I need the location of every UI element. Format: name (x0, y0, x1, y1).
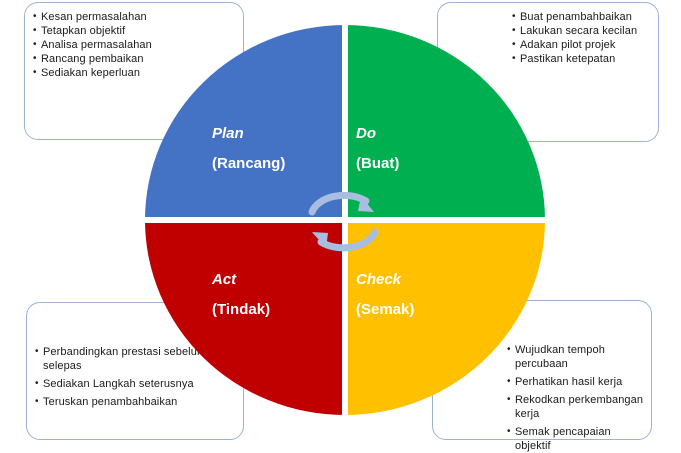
act-bullet-2: Sediakan Langkah seterusnya (35, 377, 237, 391)
check-bullet-list: Wujudkan tempoh percubaan Perhatikan has… (507, 343, 647, 453)
act-title: Act (212, 271, 237, 288)
check-bullet-1: Wujudkan tempoh percubaan (507, 343, 647, 371)
pdca-circle (145, 25, 545, 415)
plan-label: Plan (Rancang) (212, 124, 285, 174)
plan-title: Plan (212, 125, 244, 142)
do-quadrant (345, 25, 545, 220)
plan-bullet-4: Rancang pembaikan (33, 52, 237, 66)
plan-bullet-2: Tetapkan objektif (33, 24, 237, 38)
plan-quadrant (145, 25, 345, 220)
plan-callout-box: Kesan permasalahan Tetapkan objektif Ana… (24, 2, 244, 140)
act-subtitle: (Tindak) (212, 301, 271, 318)
act-bullet-1: Perbandingkan prestasi sebelum dan selep… (35, 345, 237, 373)
act-bullet-3: Teruskan penambahbaikan (35, 395, 237, 409)
act-quadrant (145, 220, 345, 415)
plan-bullet-1: Kesan permasalahan (33, 10, 237, 24)
plan-subtitle: (Rancang) (212, 155, 286, 172)
do-label: Do (Buat) (356, 124, 399, 174)
plan-bullet-list: Kesan permasalahan Tetapkan objektif Ana… (33, 10, 237, 80)
do-bullet-list: Buat penambahbaikan Lakukan secara kecil… (512, 10, 652, 66)
check-bullet-2: Perhatikan hasil kerja (507, 375, 647, 389)
do-bullet-4: Pastikan ketepatan (512, 52, 652, 66)
check-subtitle: (Semak) (356, 301, 415, 318)
plan-bullet-5: Sediakan keperluan (33, 66, 237, 80)
pdca-diagram: Kesan permasalahan Tetapkan objektif Ana… (0, 0, 681, 443)
check-title: Check (356, 271, 402, 288)
do-subtitle: (Buat) (356, 155, 400, 172)
do-bullet-1: Buat penambahbaikan (512, 10, 652, 24)
check-label: Check (Semak) (356, 270, 414, 320)
check-bullet-3: Rekodkan perkembangan kerja (507, 393, 647, 421)
check-quadrant (345, 220, 545, 415)
act-bullet-list: Perbandingkan prestasi sebelum dan selep… (35, 345, 237, 409)
do-bullet-3: Adakan pilot projek (512, 38, 652, 52)
plan-bullet-3: Analisa permasalahan (33, 38, 237, 52)
cycle-arrow-icon (308, 191, 379, 252)
do-bullet-2: Lakukan secara kecilan (512, 24, 652, 38)
do-title: Do (356, 125, 376, 142)
act-label: Act (Tindak) (212, 270, 270, 320)
